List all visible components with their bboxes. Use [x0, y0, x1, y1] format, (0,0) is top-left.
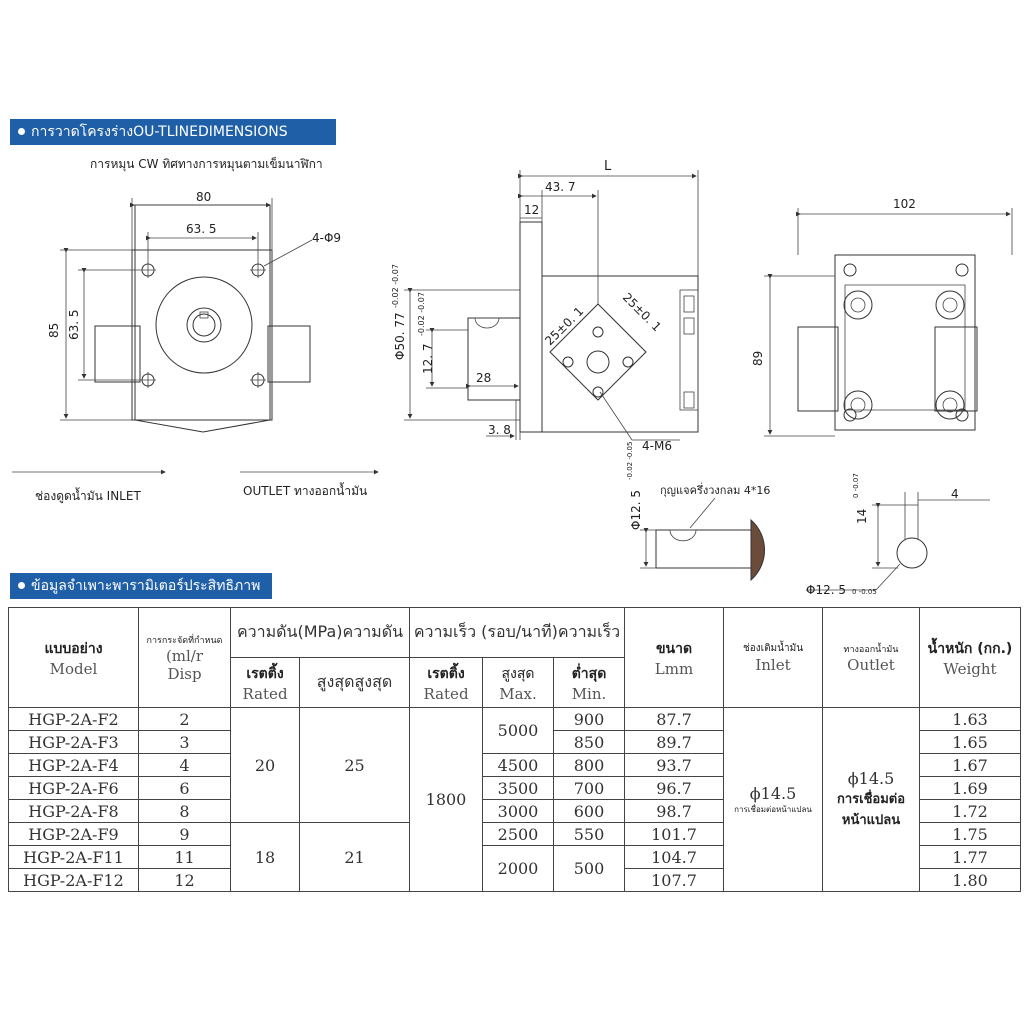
dim-14: 14: [855, 509, 869, 524]
header-pressure: ความดัน(MPa)ความดัน: [230, 607, 410, 658]
dim-85: 85: [47, 323, 61, 338]
rotation-note: การหมุน CW ทิศทางการหมุนตามเข็มนาฬิกา: [90, 156, 323, 172]
max-speed-bottom: 2000: [482, 845, 554, 892]
side-shaft: [467, 317, 521, 401]
rated-pressure-b: 18: [230, 822, 300, 892]
side-flange: [519, 221, 543, 433]
dim-89: 89: [751, 351, 765, 366]
rated-pressure-a: 20: [230, 707, 300, 823]
dim-25-b: 25±0. 1: [620, 290, 664, 334]
dim-phi50-tol: -0.02 -0.07: [391, 264, 400, 308]
outline-dimension-drawing: การหมุน CW ทิศทางการหมุนตามเข็มนาฬิกา 80…: [12, 156, 1013, 597]
dim-holes: 4-Φ9: [312, 231, 341, 245]
dim-12-7-tol: -0.02 -0.07: [417, 292, 426, 336]
header-max-pressure: สูงสุดสูงสุด: [299, 657, 410, 708]
dim-63-5-top: 63. 5: [186, 222, 217, 236]
dim-25-a: 25±0. 1: [542, 304, 586, 348]
front-view: การหมุน CW ทิศทางการหมุนตามเข็มนาฬิกา 80…: [12, 156, 379, 504]
front-outlet-port: [267, 325, 311, 383]
max-pressure-b: 21: [299, 822, 410, 892]
dimensions-section-title: การวาดโครงร่างOU-TLINEDIMENSIONS: [31, 124, 288, 140]
specs-section-title: ข้อมูลจำเพาะพารามิเตอร์ประสิทธิภาพ: [31, 578, 261, 594]
key-detail: กุญแจครึ่งวงกลม 4*16 Φ12. 5 -0.02 -0.05: [626, 442, 770, 582]
dim-63-5-side: 63. 5: [67, 309, 81, 340]
key-label: กุญแจครึ่งวงกลม 4*16: [660, 482, 770, 497]
dim-12-7: 12. 7: [421, 343, 435, 374]
min-speed-bottom: 500: [553, 845, 625, 892]
front-flange-outline: [134, 204, 271, 433]
rear-view: 102 89: [751, 197, 1013, 437]
front-shaft-circle: [192, 313, 216, 337]
dim-3-8: 3. 8: [488, 423, 511, 437]
dim-L: L: [604, 159, 612, 174]
rear-body: [834, 254, 976, 431]
specs-section-banner: ข้อมูลจำเพาะพารามิเตอร์ประสิทธิภาพ: [10, 573, 272, 599]
front-inlet-port: [94, 325, 141, 383]
rated-speed: 1800: [409, 707, 483, 892]
side-view: L 43. 7 12 Φ50. 77 -0.02 -0.07 12. 7 -0.…: [391, 159, 699, 453]
rear-bolt: [843, 290, 873, 320]
inlet-label: ช่องดูดน้ำมัน INLET: [35, 487, 141, 504]
dimensions-section-banner: การวาดโครงร่างOU-TLINEDIMENSIONS: [10, 119, 336, 145]
dim-28: 28: [476, 371, 491, 385]
bullet-icon: [18, 581, 25, 589]
rear-bolt: [935, 290, 965, 320]
max-pressure-a: 25: [299, 707, 410, 823]
shaft-section: 4 14 0 -0.07 Φ12. 5 0 -0.05: [806, 473, 990, 597]
bullet-icon: [18, 127, 25, 135]
dim-12: 12: [524, 203, 539, 217]
max-speed-top: 5000: [482, 707, 554, 754]
dim-102: 102: [893, 197, 916, 211]
dim-phi12-5-h-tol: 0 -0.05: [852, 588, 877, 596]
dim-phi50: Φ50. 77: [393, 312, 407, 360]
dim-14-tol: 0 -0.07: [852, 473, 860, 498]
shaft-section-circle: [896, 537, 928, 569]
dim-43-7: 43. 7: [545, 180, 576, 194]
side-port-diamond: [549, 303, 647, 401]
dim-80: 80: [196, 190, 211, 204]
rear-bolt: [935, 390, 965, 420]
dim-phi12-5-v: Φ12. 5: [629, 490, 643, 530]
front-boss-circle: [155, 276, 253, 374]
dim-phi12-5-v-tol: -0.02 -0.05: [626, 442, 634, 480]
header-weight: น้ำหนัก (กก.)Weight: [919, 607, 1021, 708]
header-speed: ความเร็ว (รอบ/นาที)ความเร็ว: [409, 607, 625, 658]
dim-m6: 4-M6: [642, 439, 672, 453]
rear-bolt: [843, 390, 873, 420]
dim-phi12-5-h: Φ12. 5: [806, 583, 846, 597]
dim-4: 4: [951, 487, 959, 501]
outlet-label: OUTLET ทางออกน้ำมัน: [243, 482, 367, 498]
